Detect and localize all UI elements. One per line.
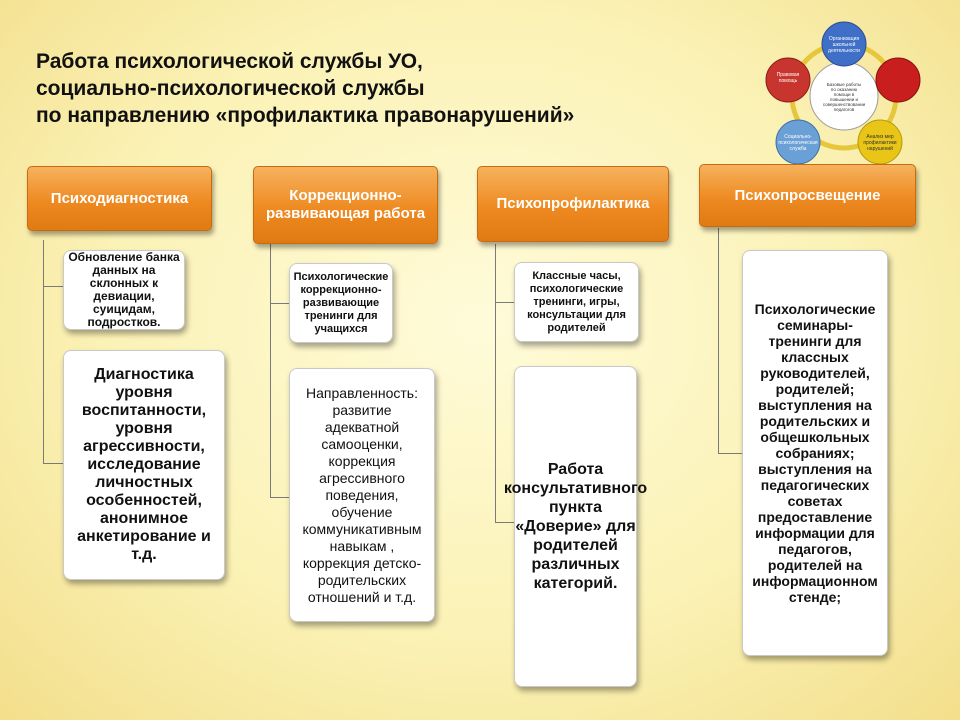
connector-col1-vertical: [43, 240, 44, 464]
page-title: Работа психологической службы УО, социал…: [36, 50, 575, 127]
col1-item-data-bank: Обновление банка данных на склонных к де…: [63, 250, 185, 330]
connector-col3-vertical: [495, 244, 496, 523]
cycle-node-2: [875, 57, 921, 103]
cycle-node-1: [821, 21, 867, 67]
connector-col1-item2: [43, 463, 63, 464]
connector-col2-vertical: [270, 244, 271, 498]
column-header-correction: Коррекционно-развивающая работа: [253, 166, 438, 244]
connector-col3-item1: [495, 302, 515, 303]
connector-col2-item2: [270, 497, 290, 498]
connector-col4-vertical: [718, 228, 719, 454]
col2-item-trainings: Психологические коррекционно-развивающие…: [289, 263, 393, 343]
col4-item-seminars: Психологические семинары-тренинги для кл…: [742, 250, 888, 656]
column-header-psychodiagnostics: Психодиагностика: [27, 166, 212, 231]
connector-col2-item1: [270, 303, 290, 304]
connector-col1-item1: [43, 286, 63, 287]
column-header-psychoeducation: Психопросвещение: [699, 164, 916, 227]
cycle-node-5: [765, 57, 811, 103]
col3-item-class-hours: Классные часы, психологические тренинги,…: [514, 262, 639, 342]
connector-col4-item1: [718, 453, 742, 454]
col3-item-trust-point: Работа консультативного пункта «Доверие»…: [504, 366, 647, 687]
connector-col3-item2: [495, 522, 515, 523]
col2-item-direction: Направленность: развитие адекватной само…: [289, 368, 435, 622]
column-header-psychoprophylaxis: Психопрофилактика: [477, 166, 669, 242]
col1-item-diagnostics: Диагностика уровня воспитанности, уровня…: [63, 350, 225, 580]
